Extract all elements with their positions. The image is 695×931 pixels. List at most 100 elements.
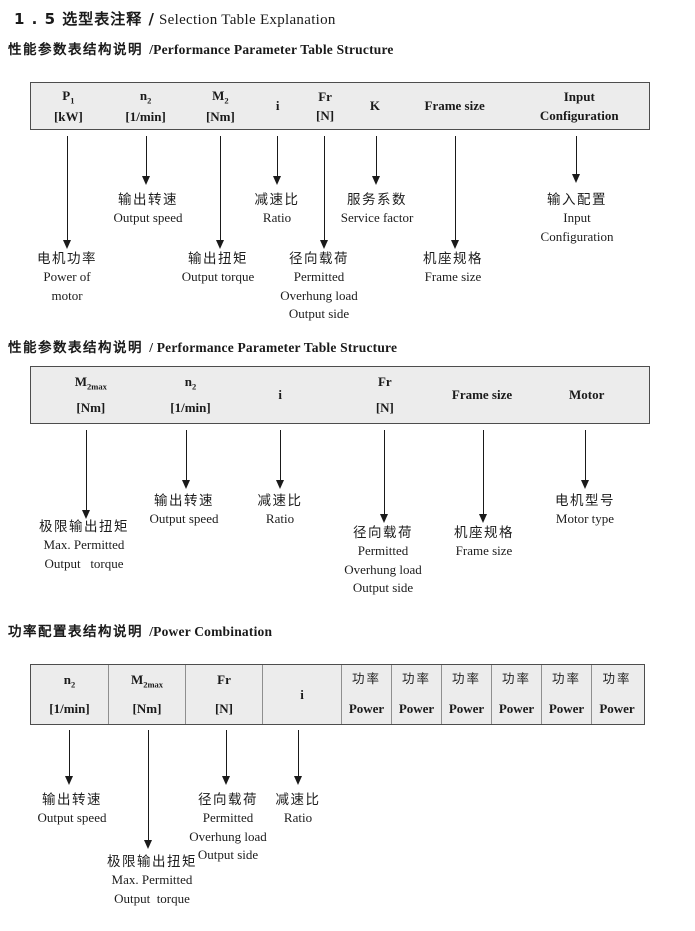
col-fr-unit: [N] — [214, 701, 234, 717]
col-i-symbol: i — [300, 686, 304, 702]
section2-heading-en: / Performance Parameter Table Structure — [149, 340, 398, 355]
m2-down-arrow — [216, 136, 224, 249]
col-frame-size: Frame size — [400, 83, 510, 129]
col-n2-unit: [1/min] — [125, 108, 166, 124]
col-fr: Fr [N] — [300, 83, 350, 129]
col-motor: Motor — [524, 367, 649, 423]
i-down-arrow — [276, 430, 284, 489]
col-m2max-symbol: M2max — [74, 374, 107, 392]
m2max-down-arrow — [144, 730, 152, 849]
col-n2: n2 [1/min] — [151, 367, 231, 423]
col-power-en: Power — [498, 701, 535, 717]
col-frame-size-label: Frame size — [424, 98, 485, 114]
p1-down-arrow — [63, 136, 71, 249]
i-down-arrow — [294, 730, 302, 785]
col-power-en: Power — [398, 701, 435, 717]
col-m2max-unit: [Nm] — [76, 400, 106, 416]
col-power-zh: 功率 — [551, 671, 581, 686]
col-i: i — [262, 665, 341, 724]
col-k-symbol: K — [369, 98, 380, 114]
col-motor-label: Motor — [568, 387, 605, 403]
col-power-2: 功率 Power — [391, 665, 441, 724]
page-title-en: Selection Table Explanation — [154, 12, 336, 28]
col-m2: M2 [Nm] — [186, 83, 256, 129]
fr-down-arrow — [320, 136, 328, 249]
section3-heading-en: /Power Combination — [149, 624, 273, 639]
col-power-en: Power — [448, 701, 485, 717]
col-n2-unit: [1/min] — [49, 701, 90, 717]
motor-down-arrow — [581, 430, 589, 489]
col-m2max: M2max [Nm] — [31, 367, 151, 423]
page-title: 1 . 5 选型表注释 / Selection Table Explanatio… — [14, 8, 336, 29]
performance-table-1: P1 [kW] n2 [1/min] M2 [Nm] i Fr [N] K Fr… — [30, 82, 650, 130]
section2-heading: 性能参数表结构说明 / Performance Parameter Table … — [8, 336, 397, 356]
col-fr: Fr [N] — [185, 665, 262, 724]
col-fr-symbol: Fr — [318, 88, 332, 104]
col-frame-size: Frame size — [440, 367, 525, 423]
col-fr-symbol: Fr — [377, 374, 392, 389]
col-fr-symbol: Fr — [217, 672, 231, 687]
col-power-en: Power — [348, 701, 385, 717]
col-k: K — [350, 83, 400, 129]
col-power-1: 功率 Power — [341, 665, 391, 724]
col-n2-unit: [1/min] — [170, 400, 211, 416]
col-n2-symbol: n2 — [63, 672, 76, 690]
col-fr-unit: [N] — [316, 107, 335, 123]
n2-down-arrow — [142, 136, 150, 185]
col-power-zh: 功率 — [351, 671, 381, 686]
col-power-3: 功率 Power — [441, 665, 491, 724]
section3-heading-zh: 功率配置表结构说明 — [8, 624, 150, 640]
section1-heading-en: /Performance Parameter Table Structure — [149, 42, 394, 57]
n2-down-arrow — [65, 730, 73, 785]
col-power-zh: 功率 — [602, 671, 632, 686]
col-p1-unit: [kW] — [53, 108, 83, 124]
col-i: i — [255, 83, 300, 129]
col-i-symbol: i — [275, 98, 280, 114]
col-m2-symbol: M2 — [212, 87, 229, 106]
col-power-4: 功率 Power — [491, 665, 541, 724]
frame-down-arrow — [451, 136, 459, 249]
power-combination-table: n2 [1/min] M2max [Nm] Fr [N] i 功率 Power … — [30, 664, 645, 725]
col-i-symbol: i — [278, 387, 282, 403]
col-power-zh: 功率 — [451, 671, 481, 686]
section1-heading: 性能参数表结构说明 /Performance Parameter Table S… — [8, 38, 394, 58]
section1-heading-zh: 性能参数表结构说明 — [8, 42, 150, 58]
input-down-arrow — [572, 136, 580, 183]
col-n2: n2 [1/min] — [31, 665, 108, 724]
col-power-6: 功率 Power — [591, 665, 642, 724]
col-power-zh: 功率 — [501, 671, 531, 686]
frame-down-arrow — [479, 430, 487, 523]
section2-heading-zh: 性能参数表结构说明 — [8, 340, 150, 356]
col-frame-size-label: Frame size — [451, 387, 513, 403]
fr-down-arrow — [380, 430, 388, 523]
col-input-configuration: Input Configuration — [509, 83, 649, 129]
fr-down-arrow — [222, 730, 230, 785]
col-m2-unit: [Nm] — [205, 108, 235, 124]
col-m2max-unit: [Nm] — [132, 701, 162, 717]
m2max-down-arrow — [82, 430, 90, 519]
col-fr: Fr [N] — [330, 367, 440, 423]
col-i: i — [230, 367, 330, 423]
col-n2-symbol: n2 — [184, 374, 197, 392]
col-p1-symbol: P1 — [62, 87, 75, 106]
